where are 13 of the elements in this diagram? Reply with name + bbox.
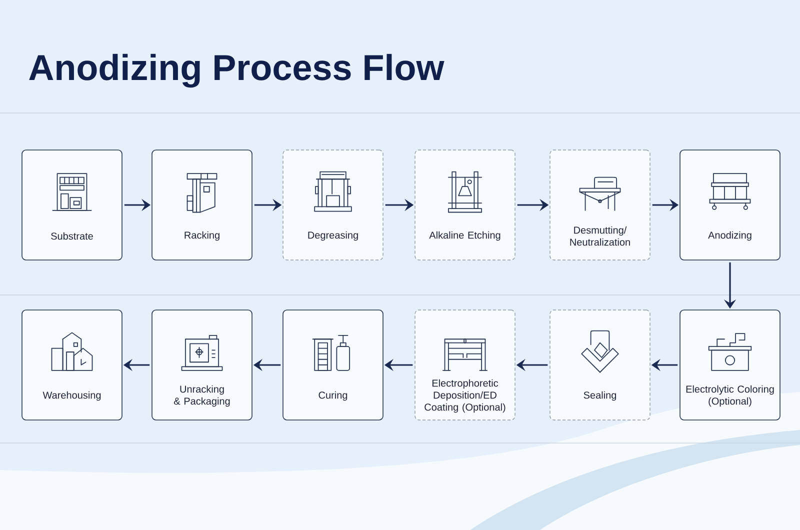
process-box: Degreasing bbox=[282, 150, 384, 260]
process-box: Anodizing bbox=[680, 150, 780, 260]
process-box: Electrophoretic Deposition/ED Coating (Optional) bbox=[414, 310, 516, 420]
process-box: Warehousing bbox=[22, 310, 122, 420]
process-box: Substrate bbox=[22, 150, 122, 260]
process-box: Desmutting/ Neutralization bbox=[550, 150, 650, 260]
process-box: Sealing bbox=[550, 310, 650, 420]
process-box: Curing bbox=[282, 310, 384, 420]
process-box: Alkaline Etching bbox=[414, 150, 516, 260]
process-box: Unracking & Packaging bbox=[152, 310, 252, 420]
process-box: Electrolytic Coloring (Optional) bbox=[680, 310, 780, 420]
process-box: Racking bbox=[152, 150, 252, 260]
title: Anodizing Process Flow bbox=[29, 54, 444, 88]
